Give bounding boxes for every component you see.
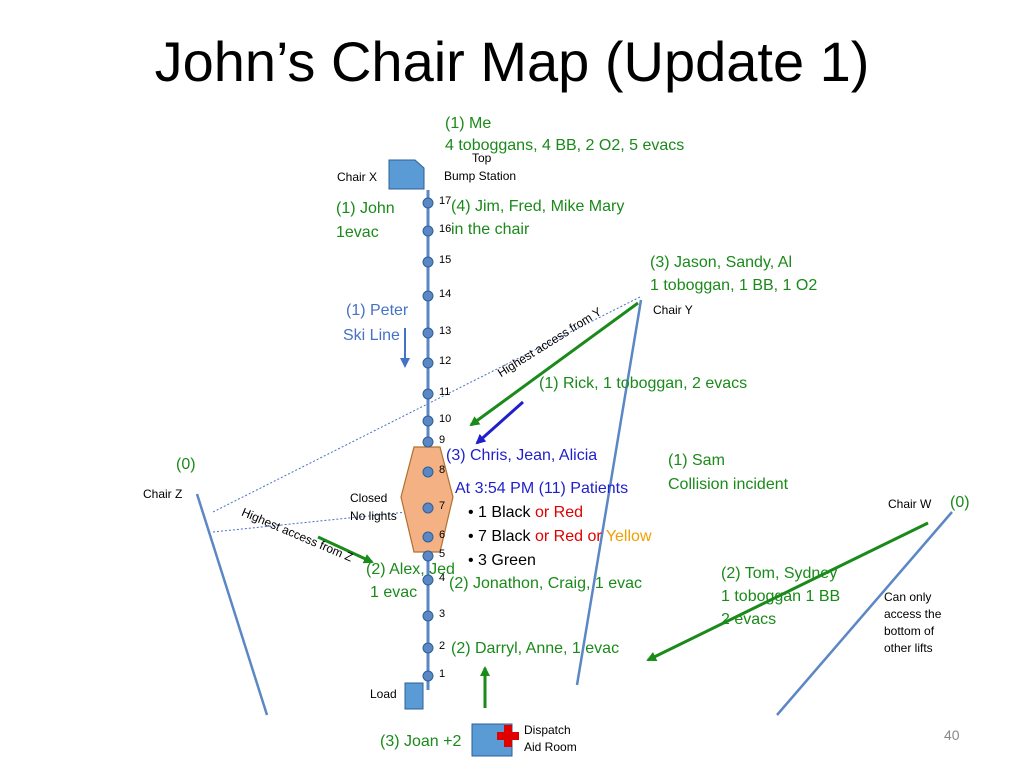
bullet-green: • 3 Green — [468, 552, 536, 569]
sam-label: (1) Sam — [668, 452, 725, 469]
tower-15 — [422, 256, 434, 268]
jonathon-group-label: (2) Jonathon, Craig, 1 evac — [449, 575, 642, 592]
tower-number-10: 10 — [439, 413, 452, 425]
john-evac-label: 1evac — [336, 224, 379, 241]
chair-w-line — [776, 511, 953, 716]
chris-group-label: (3) Chris, Jean, Alicia — [446, 447, 598, 464]
tower-13 — [422, 327, 434, 339]
red-cross-icon — [497, 725, 519, 747]
page-number: 40 — [944, 727, 960, 743]
closed-area-shape — [400, 446, 454, 553]
joan-group-label: (3) Joan +2 — [380, 733, 462, 750]
tower-16 — [422, 225, 434, 237]
tower-number-7: 7 — [439, 500, 446, 512]
tower-number-1: 1 — [439, 668, 446, 680]
load-station-icon — [404, 682, 424, 710]
tower-2 — [422, 642, 434, 654]
can-only-label-1: Can only — [884, 590, 932, 604]
in-chair-label: in the chair — [451, 221, 530, 238]
jim-group-label: (4) Jim, Fred, Mike Mary — [451, 198, 625, 215]
tower-number-3: 3 — [439, 608, 446, 620]
tower-7 — [422, 502, 434, 514]
tower-number-13: 13 — [439, 325, 452, 337]
tower-8 — [422, 466, 434, 478]
arrow-jason-to-lift — [469, 301, 639, 427]
dispatch-label: Dispatch — [524, 723, 571, 737]
chair-y-line — [575, 299, 643, 686]
aid-room-label: Aid Room — [524, 740, 577, 754]
tower-14 — [422, 290, 434, 302]
tower-number-8: 8 — [439, 464, 446, 476]
peter-label: (1) Peter — [346, 302, 409, 319]
chair-y-label: Chair Y — [653, 303, 693, 317]
zero-right-label: (0) — [950, 494, 970, 511]
tower-number-15: 15 — [439, 254, 452, 266]
me-label: (1) Me — [445, 115, 492, 132]
bullet-black-red-yellow: • 7 Black or Red or Yellow — [468, 528, 652, 545]
tom-group-label: (2) Tom, Sydney — [721, 565, 838, 582]
tower-10 — [422, 415, 434, 427]
tower-number-17: 17 — [439, 195, 452, 207]
tower-17 — [422, 197, 434, 209]
tower-6 — [422, 531, 434, 543]
bullet-black-red: • 1 Black or Red — [468, 504, 583, 521]
bump-station-label: Bump Station — [444, 169, 517, 183]
arrow-rick-to-lift — [475, 400, 524, 445]
can-only-label-4: other lifts — [884, 641, 933, 655]
jason-group-label: (3) Jason, Sandy, Al — [650, 254, 792, 271]
tower-number-12: 12 — [439, 355, 452, 367]
chair-z-label: Chair Z — [143, 487, 183, 501]
can-only-label-3: bottom of — [884, 624, 935, 638]
chair-x-label: Chair X — [337, 170, 378, 184]
patients-time-label: At 3:54 PM (11) Patients — [455, 480, 629, 497]
collision-label: Collision incident — [668, 476, 789, 493]
closed-label: Closed — [350, 491, 388, 505]
tower-1 — [422, 670, 434, 682]
tower-number-9: 9 — [439, 434, 446, 446]
darryl-group-label: (2) Darryl, Anne, 1 evac — [451, 640, 620, 657]
alex-evac-label: 1 evac — [370, 584, 418, 601]
rick-label: (1) Rick, 1 toboggan, 2 evacs — [539, 375, 748, 392]
tower-number-2: 2 — [439, 640, 446, 652]
tower-number-11: 11 — [439, 386, 451, 398]
zero-left-label: (0) — [176, 456, 196, 473]
alex-group-label: (2) Alex, Jed — [366, 561, 455, 578]
can-only-label-2: access the — [884, 607, 942, 621]
top-label: Top — [472, 151, 492, 165]
me-supplies-label: 4 toboggans, 4 BB, 2 O2, 5 evacs — [445, 137, 685, 154]
load-label: Load — [370, 687, 397, 701]
arrow-z-to-lift — [317, 535, 374, 564]
access-line-z — [212, 511, 408, 533]
chair-z-line — [195, 493, 269, 716]
tower-markers — [422, 197, 434, 682]
tower-number-16: 16 — [439, 223, 452, 235]
tower-4 — [422, 574, 434, 586]
top-station-icon — [388, 159, 425, 190]
john-label: (1) John — [336, 200, 395, 217]
tower-9 — [422, 436, 434, 448]
tower-number-6: 6 — [439, 529, 446, 541]
no-lights-label: No lights — [350, 509, 397, 523]
arrow-w-to-lift — [646, 521, 929, 662]
tower-number-5: 5 — [439, 548, 446, 560]
page-title: John’s Chair Map (Update 1) — [154, 30, 870, 93]
chair-w-label: Chair W — [888, 497, 932, 511]
tower-number-14: 14 — [439, 288, 452, 300]
ski-line-label: Ski Line — [343, 327, 400, 344]
tower-5 — [422, 550, 434, 562]
tower-3 — [422, 610, 434, 622]
tower-12 — [422, 357, 434, 369]
tower-number-4: 4 — [439, 572, 446, 584]
tower-11 — [422, 388, 434, 400]
jason-supplies-label: 1 toboggan, 1 BB, 1 O2 — [650, 277, 818, 294]
tom-evacs-label: 2 evacs — [721, 611, 777, 628]
tom-supplies-label: 1 toboggan 1 BB — [721, 588, 841, 605]
